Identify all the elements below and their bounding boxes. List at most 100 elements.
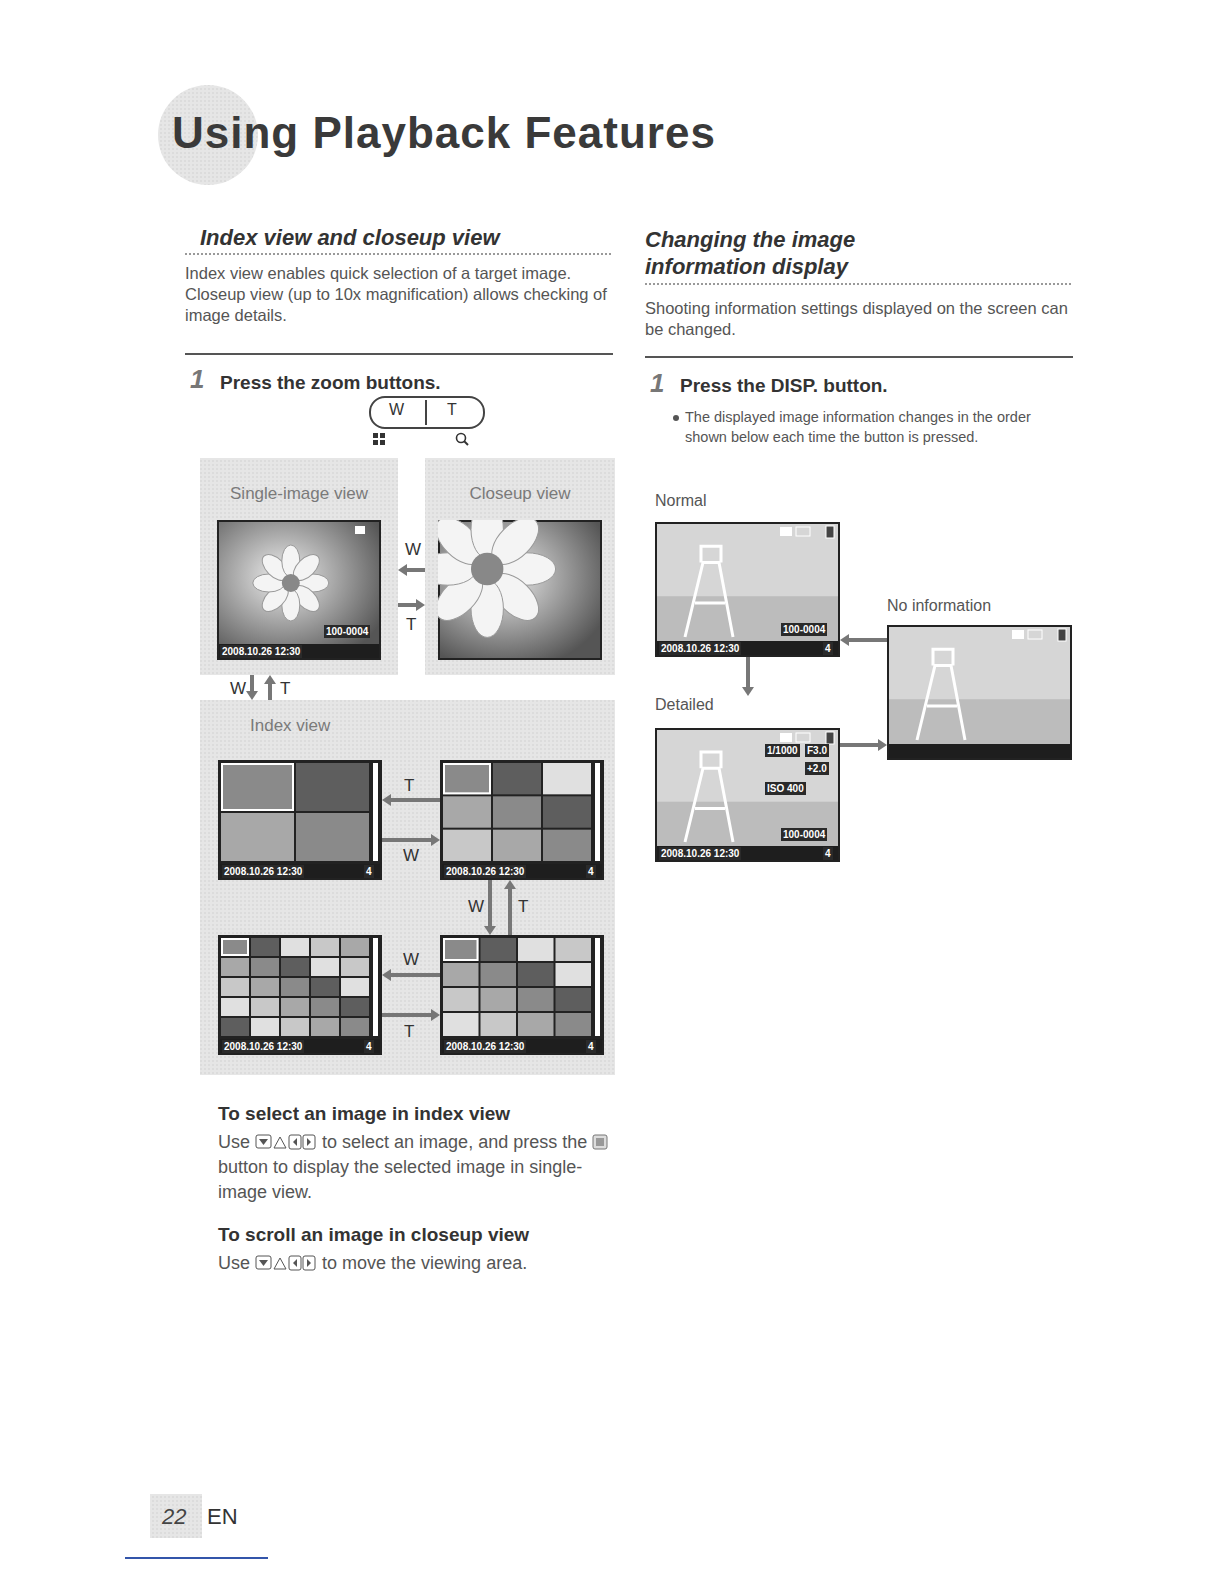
screen-panel: 2008.10.26 12:304 [218, 760, 382, 880]
thumbnail [443, 988, 479, 1011]
screen-illustration [440, 935, 604, 1055]
lifeguard-tower [685, 752, 733, 842]
screen-readout: 2008.10.26 12:30 [659, 642, 741, 655]
instruction-text: Use to select an image, and press the bu… [218, 1130, 610, 1205]
button-label: W [389, 401, 404, 419]
panel-ground [200, 458, 398, 675]
osd-strip [889, 744, 1070, 758]
scroll-bar [595, 938, 600, 1036]
zoom-label: W [403, 846, 419, 866]
inline-icon [592, 1132, 608, 1152]
arrow-shaft [398, 603, 417, 607]
zoom-arrow [382, 794, 440, 806]
arrow-head [840, 634, 849, 646]
zoom-arrow [742, 657, 754, 696]
zoom-label: W [403, 950, 419, 970]
bullet [673, 415, 679, 421]
zoom-divider [425, 400, 427, 425]
thumbnail [481, 988, 517, 1011]
screen-readout: 100-0004 [324, 625, 370, 638]
heading-underline [645, 283, 1073, 285]
index-icon [373, 433, 385, 445]
thumbnail [493, 830, 541, 861]
thumbnail [518, 988, 554, 1011]
thumbnail [443, 830, 491, 861]
thumbnail [481, 963, 517, 986]
thumbnail [311, 958, 339, 976]
battery-icon [826, 526, 834, 538]
osd-icon [796, 527, 810, 536]
screen-panel: Closeup view [425, 458, 615, 675]
arrow-shaft [746, 657, 750, 688]
arrow-head [431, 834, 440, 846]
thumbnail [443, 763, 491, 794]
flower-centre [471, 553, 503, 585]
osd-strip [219, 644, 379, 658]
screen-illustration [887, 625, 1072, 760]
sky [657, 524, 838, 598]
instruction-text: Use to move the viewing area. [218, 1251, 610, 1276]
osd-icon [780, 527, 792, 536]
thumbnail [251, 958, 279, 976]
screen-panel: 2008.10.26 12:304 [440, 760, 604, 880]
zoom-arrow [382, 1009, 440, 1021]
arrow-shaft [268, 683, 272, 700]
step-number: 1 [650, 368, 664, 399]
thumbnail [221, 998, 249, 1016]
screen-readout: 2008.10.26 12:30 [659, 847, 741, 860]
osd-strip [220, 864, 380, 878]
screen-frame [887, 625, 1072, 760]
thumbnail [493, 763, 541, 794]
arrow-shaft [508, 888, 512, 935]
panel-ground [200, 700, 615, 1075]
button-label: T [447, 401, 457, 419]
view-panel: Index view2008.10.26 12:3042008.10.26 12… [200, 700, 615, 1075]
thumbnail [221, 1018, 249, 1036]
osd-icon [355, 526, 365, 534]
thumbnail [341, 958, 369, 976]
screen-readout: 4 [823, 642, 833, 655]
screen-readout: 2008.10.26 12:30 [444, 865, 526, 878]
osd-strip [657, 641, 838, 655]
battery-icon [826, 732, 834, 744]
screen-frame [217, 520, 381, 660]
thumbnail [556, 1013, 592, 1036]
scroll-bar [595, 763, 600, 861]
screen-panel: 2008.10.26 12:304 [218, 935, 382, 1055]
thumbnail [443, 1013, 479, 1036]
section-heading: Changing the image information display [645, 226, 965, 280]
zoom-label: W [468, 897, 484, 917]
flower-centre [282, 574, 300, 592]
thumbnail [296, 763, 369, 811]
screen-frame [440, 760, 604, 880]
screen-panel: 2008.10.26 12:304 [440, 935, 604, 1055]
screen-readout: +2.0 [805, 762, 829, 775]
body-text: Index view enables quick selection of a … [185, 263, 610, 326]
zoom-label: T [404, 776, 414, 796]
sky [657, 730, 838, 804]
zoom-arrow [246, 675, 258, 700]
thumbnail [518, 1013, 554, 1036]
arrow-shaft [382, 838, 432, 842]
screen-panel: Detailed1/1000F3.0+2.0ISO 400100-0004200… [655, 696, 840, 862]
thumbnail [341, 1018, 369, 1036]
osd-strip [442, 864, 602, 878]
zoom-label: T [404, 1022, 414, 1042]
thumbnail [221, 978, 249, 996]
sand [657, 802, 838, 860]
selection-frame [444, 764, 490, 793]
panel-heading: Single-image view [200, 484, 398, 504]
screen-readout: 100-0004 [781, 828, 827, 841]
arrow-head [246, 691, 258, 700]
magnifier-icon [457, 434, 469, 446]
panel-heading: Detailed [655, 696, 714, 714]
thumbnail [221, 813, 294, 861]
selection-frame [444, 939, 478, 960]
arrow-head [431, 1009, 440, 1021]
screen-panel: Single-image view2008.10.26 12:30100-000… [200, 458, 398, 675]
lifeguard-tower [917, 649, 965, 740]
arrow-shaft [840, 743, 879, 747]
instruction-text: Use [218, 1253, 250, 1273]
screen-readout: 4 [364, 1040, 374, 1053]
